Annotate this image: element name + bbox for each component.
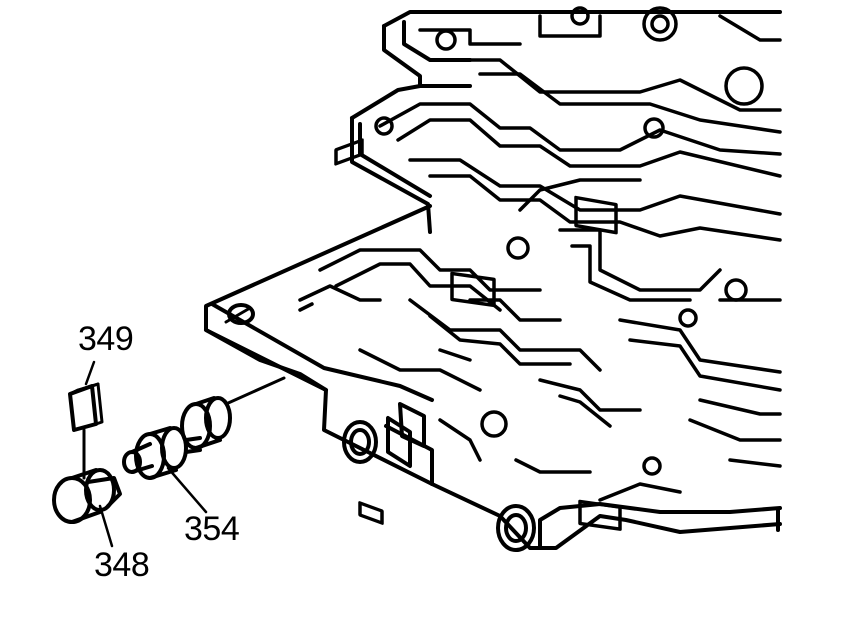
fluid-channels [298, 6, 782, 531]
leader-lines [84, 360, 208, 548]
centerline [82, 376, 286, 480]
callout-348: 348 [94, 546, 150, 584]
part-348-plug [52, 468, 122, 524]
part-354-valve-spool [122, 396, 232, 480]
valve-body-main-plate [204, 204, 782, 550]
callout-349: 349 [78, 320, 134, 358]
part-349-retainer-clip [68, 382, 104, 432]
valve-bore-openings [342, 402, 780, 552]
callout-354: 354 [184, 510, 240, 548]
